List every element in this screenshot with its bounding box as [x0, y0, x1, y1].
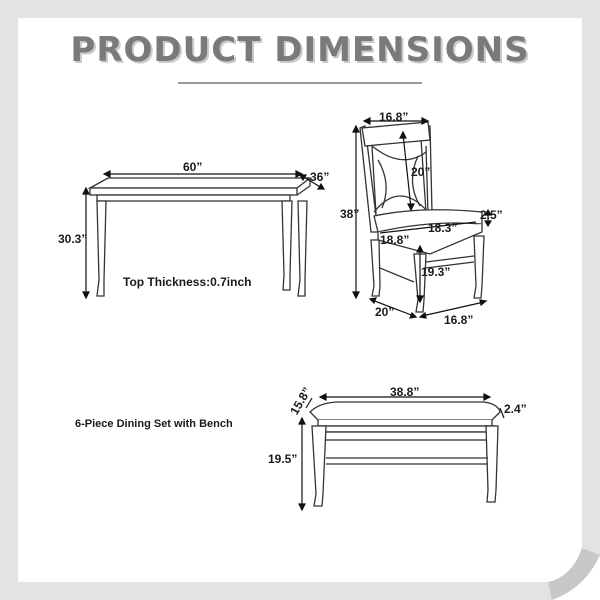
- chair-dimension-lines: [352, 117, 493, 319]
- bench-dimension-lines: [298, 393, 505, 512]
- chair-seat-thickness-label: 2.5”: [480, 208, 503, 222]
- chair-outline: [359, 121, 485, 313]
- table-height-label: 30.3”: [58, 232, 88, 246]
- chair-base-width-label: 16.8”: [444, 313, 474, 327]
- bench-length-label: 38.8”: [390, 385, 420, 399]
- set-caption: 6-Piece Dining Set with Bench: [75, 418, 233, 430]
- table-outline: [87, 177, 312, 297]
- table-dimension-lines: [82, 170, 326, 300]
- chair-back-height-label: 20”: [411, 165, 431, 179]
- page-title: PRODUCT DIMENSIONS: [70, 30, 530, 70]
- chair-base-depth-label: 20”: [375, 305, 395, 319]
- table-top-thickness-note: Top Thickness:0.7inch: [123, 275, 252, 289]
- bench-thickness-label: 2.4”: [504, 402, 527, 416]
- bench-outline: [309, 401, 501, 507]
- chair-top-width-label: 16.8”: [379, 110, 409, 124]
- title-underline: [178, 82, 422, 84]
- table-length-label: 60”: [183, 160, 203, 174]
- table-width-label: 36”: [310, 170, 330, 184]
- bench-height-label: 19.5”: [268, 452, 298, 466]
- chair-total-height-label: 38”: [340, 207, 360, 221]
- chair-seat-height-label: 19.3”: [421, 265, 451, 279]
- chair-seat-depth-label: 18.8”: [380, 233, 410, 247]
- chair-seat-width-label: 18.3”: [428, 221, 458, 235]
